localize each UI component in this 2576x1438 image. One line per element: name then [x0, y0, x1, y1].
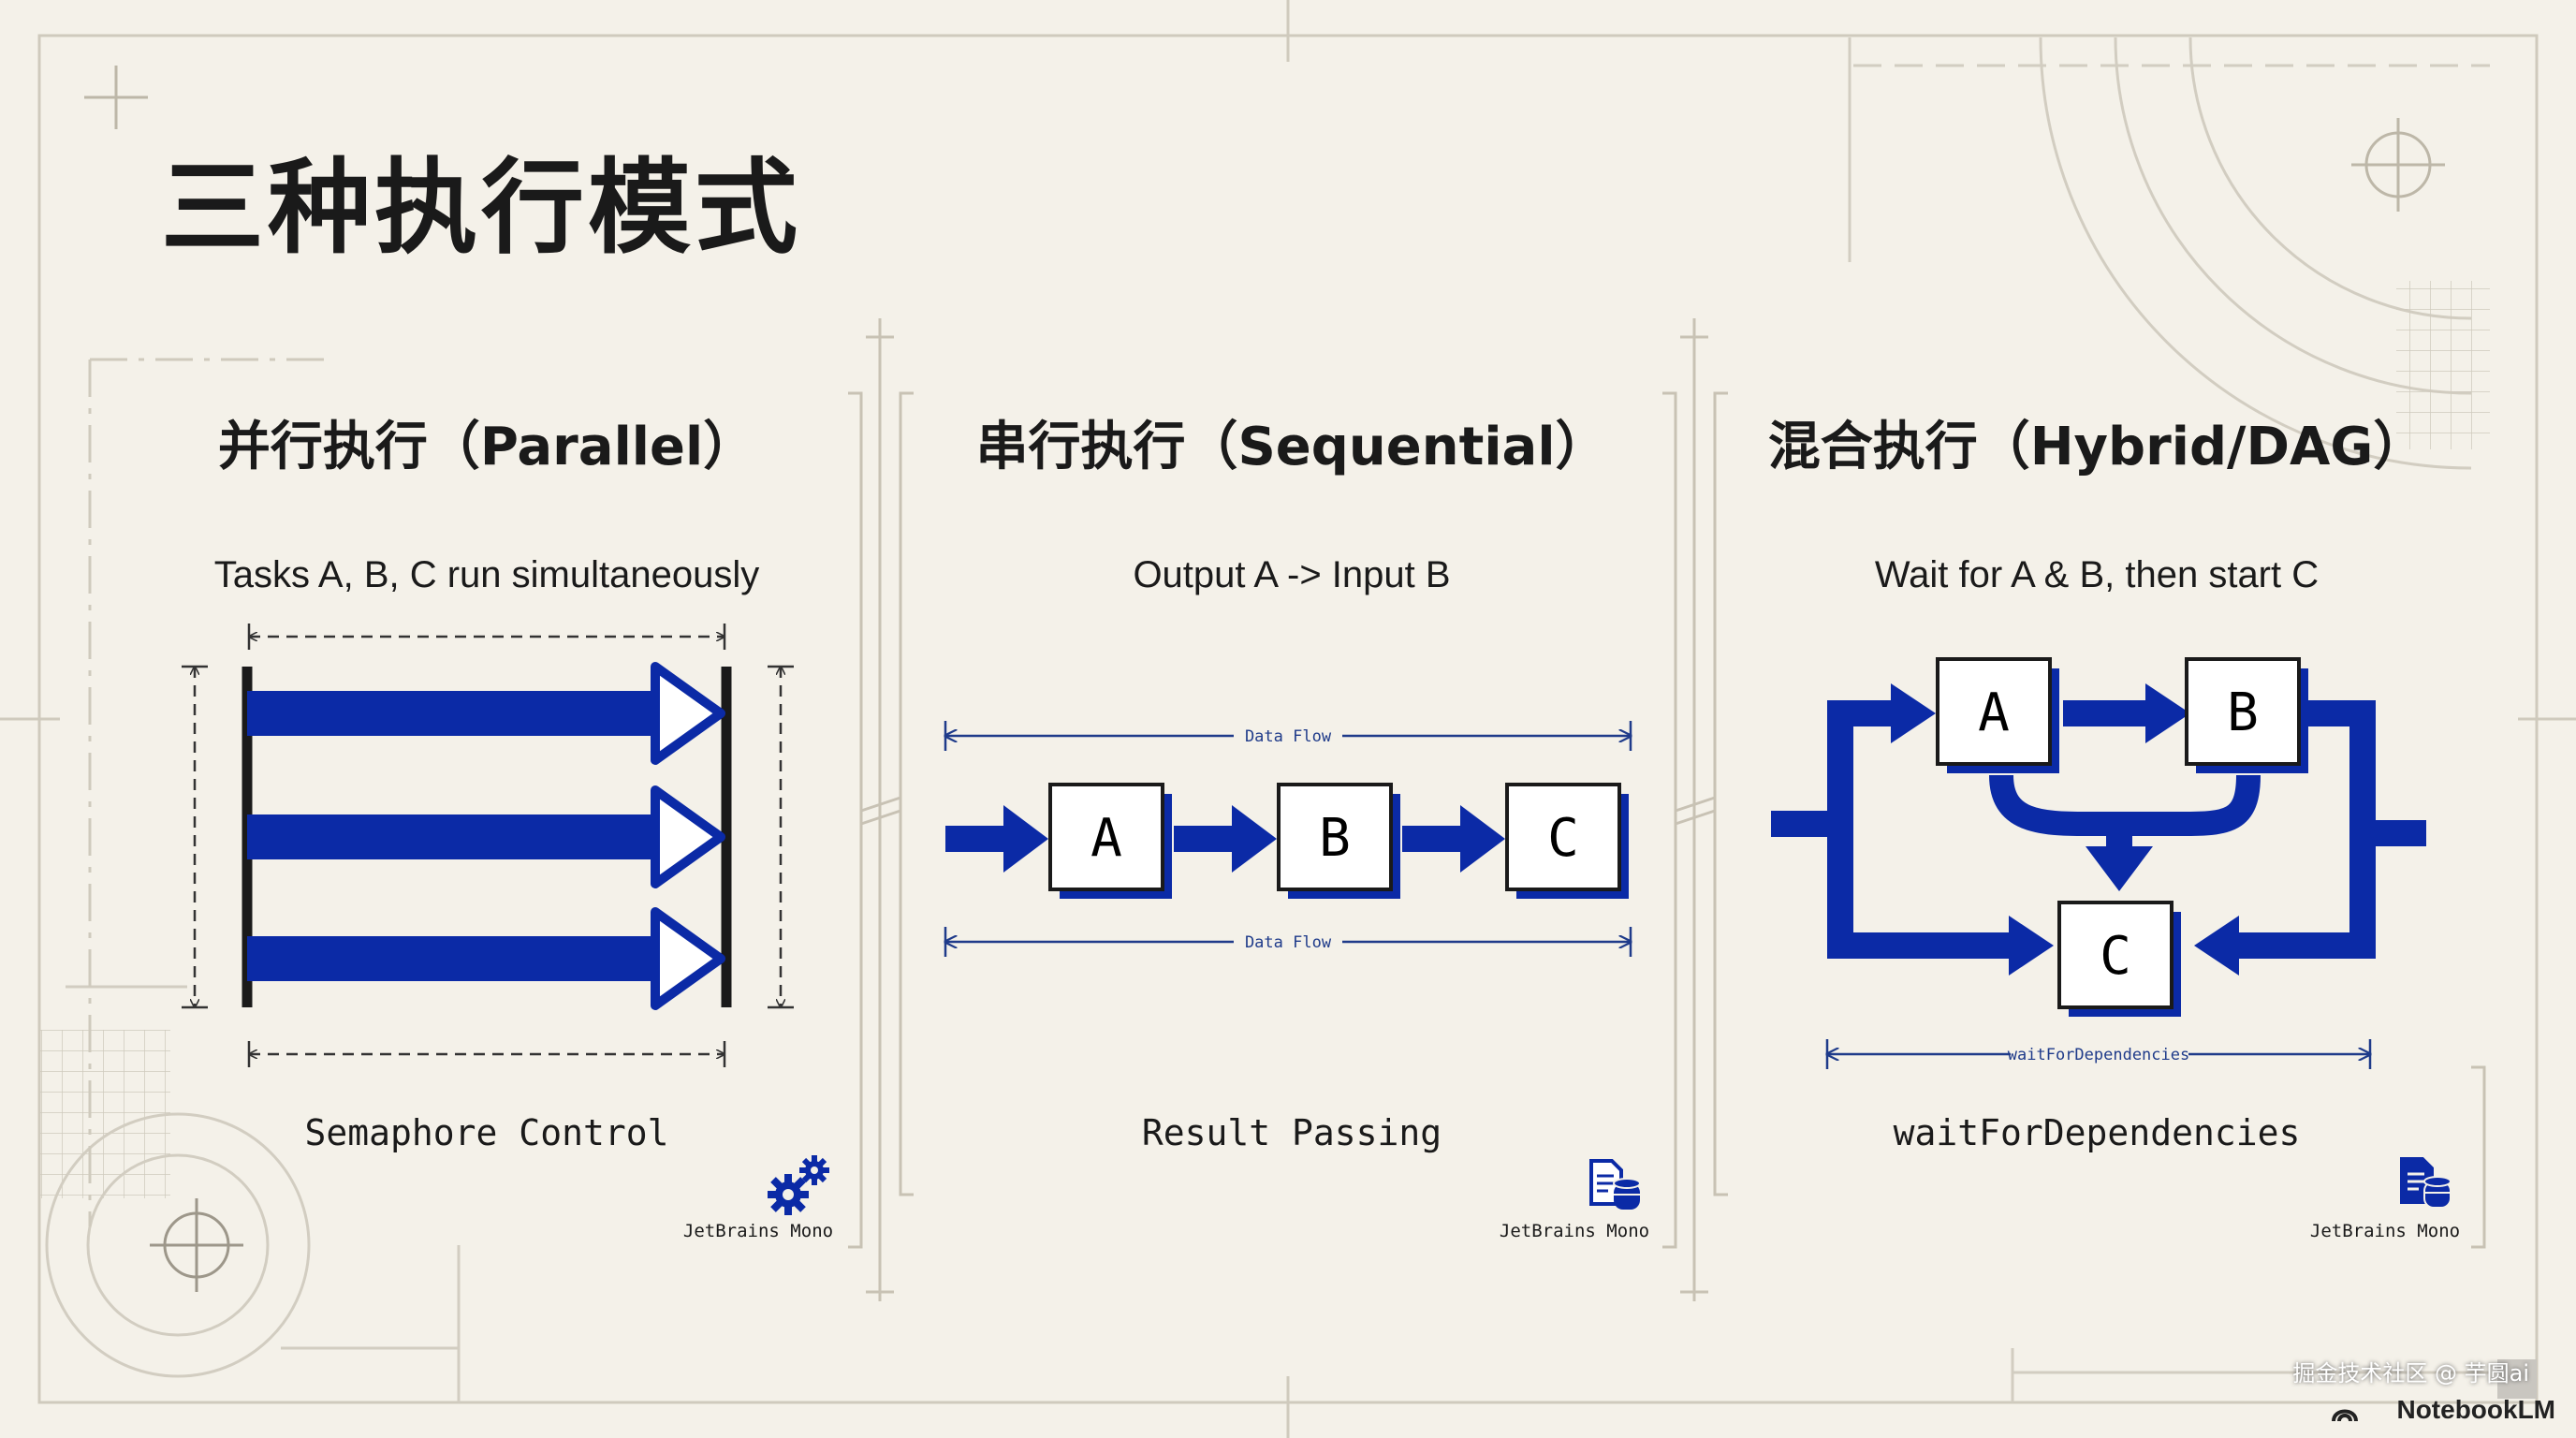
- parallel-column-title: 并行执行（Parallel）: [217, 417, 756, 477]
- sequential-node-a-label: A: [1090, 808, 1122, 869]
- hybrid-node-a-label: A: [1978, 682, 2010, 743]
- parallel-diagram: [182, 624, 794, 1067]
- sequential-node-a: A: [1048, 783, 1172, 899]
- page-title: 三种执行模式: [161, 148, 801, 268]
- parallel-column-footer: Semaphore Control: [304, 1112, 669, 1153]
- sequential-input-arrow: [945, 805, 1048, 873]
- sequential-node-b-label: B: [1319, 808, 1351, 869]
- parallel-column-subtitle: Tasks A, B, C run simultaneously: [213, 554, 760, 595]
- hybrid-column-footer: waitForDependencies: [1893, 1112, 2301, 1153]
- wait-dependencies-dimension-label: waitForDependencies: [2008, 1046, 2189, 1064]
- hybrid-node-b: B: [2185, 657, 2308, 773]
- data-flow-label-bottom: Data Flow: [1245, 933, 1332, 952]
- sequential-column-subtitle: Output A -> Input B: [1133, 554, 1451, 595]
- hybrid-edge-entry-to-a: [1827, 700, 1895, 824]
- hybrid-node-b-label: B: [2227, 682, 2259, 743]
- sequential-node-c-label: C: [1547, 808, 1579, 869]
- sequential-node-c: C: [1505, 783, 1629, 899]
- gears-icon: [768, 1155, 829, 1215]
- hybrid-column-title: 混合执行（Hybrid/DAG）: [1767, 417, 2426, 477]
- hybrid-node-c-label: C: [2100, 926, 2131, 987]
- sequential-column-footer: Result Passing: [1141, 1112, 1442, 1153]
- sequential-arrow-b-to-c: [1402, 805, 1505, 873]
- sequential-font-label: JetBrains Mono: [1499, 1221, 1650, 1241]
- sequential-column-title: 串行执行（Sequential）: [975, 417, 1608, 477]
- parallel-arrow: [247, 785, 725, 888]
- parallel-font-label: JetBrains Mono: [682, 1221, 834, 1241]
- hybrid-font-label: JetBrains Mono: [2309, 1221, 2461, 1241]
- sequential-diagram: Data Flow Data Flow A B C: [945, 721, 1631, 957]
- watermark: 掘金技术社区 @ 芋圆ai: [2292, 1360, 2529, 1387]
- hybrid-diagram: A B C waitForDependencies: [1771, 657, 2426, 1069]
- hybrid-merge-a-b: [1989, 774, 2261, 836]
- document-database-icon: [2400, 1157, 2452, 1209]
- parallel-arrow: [247, 662, 725, 765]
- sequential-arrow-a-to-b: [1174, 805, 1277, 873]
- hybrid-node-a: A: [1936, 657, 2059, 773]
- hybrid-edge-entry-to-c: [1771, 811, 2011, 959]
- data-flow-label-top: Data Flow: [1245, 727, 1332, 746]
- document-database-icon: [1589, 1159, 1641, 1210]
- notebooklm-logo-icon: [2332, 1409, 2358, 1422]
- hybrid-column-subtitle: Wait for A & B, then start C: [1874, 554, 2320, 595]
- parallel-arrow: [247, 907, 725, 1010]
- sequential-node-b: B: [1277, 783, 1400, 899]
- hybrid-node-c: C: [2057, 901, 2181, 1017]
- brand-name: NotebookLM: [2396, 1395, 2555, 1424]
